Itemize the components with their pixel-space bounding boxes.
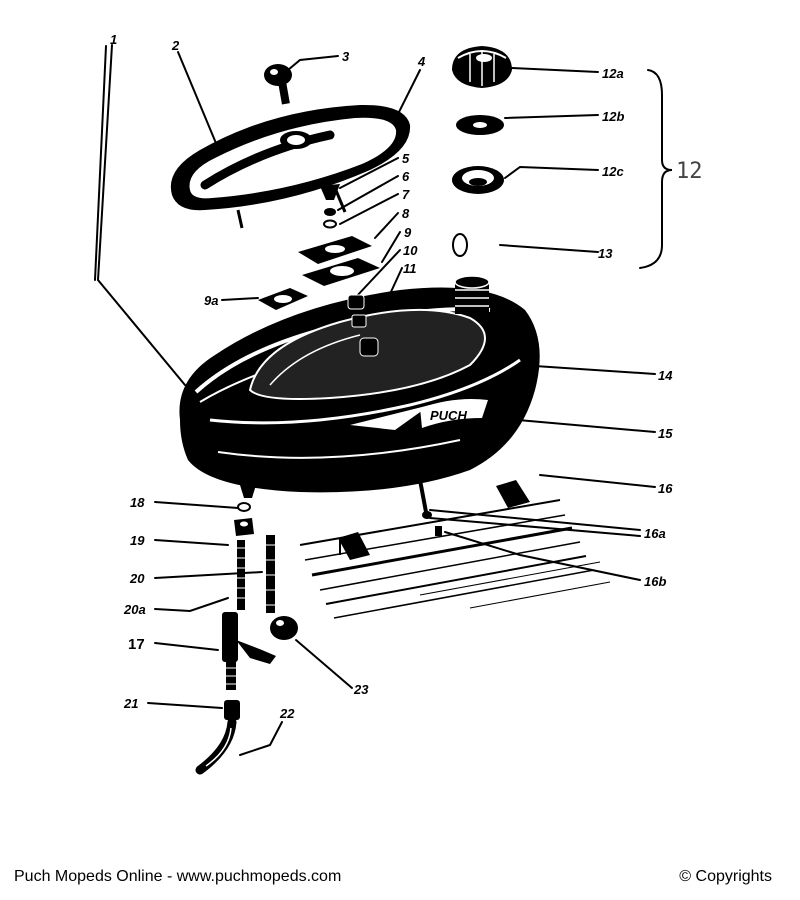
label-16a: 16a xyxy=(644,526,666,541)
leader-12a xyxy=(511,67,599,73)
leader-1 xyxy=(96,44,186,386)
label-22: 22 xyxy=(279,706,295,721)
label-14: 14 xyxy=(658,368,673,383)
leader-9a xyxy=(221,297,259,301)
part-5-cap xyxy=(320,184,340,200)
label-7: 7 xyxy=(402,187,410,202)
leader-20a xyxy=(154,597,229,613)
leader-23 xyxy=(295,639,353,689)
label-21: 21 xyxy=(123,696,138,711)
leader-15 xyxy=(517,419,656,433)
label-2: 2 xyxy=(171,38,180,53)
leader-3 xyxy=(287,55,339,71)
leader-7 xyxy=(339,193,399,225)
label-16b: 16b xyxy=(644,574,666,589)
part-16-brackets xyxy=(338,480,530,560)
leader-21 xyxy=(147,702,223,709)
part-9a-gasket xyxy=(258,288,308,310)
leader-12b xyxy=(504,114,599,119)
label-12: 12 xyxy=(676,159,703,184)
leader-20 xyxy=(154,571,263,579)
label-15: 15 xyxy=(658,426,673,441)
leader-22 xyxy=(239,721,283,756)
part-labels: 1 2 3 4 5 6 7 8 9 9a 10 11 12a 12b 12c 1… xyxy=(110,32,703,721)
part-12c-strainer xyxy=(452,166,504,194)
label-12c: 12c xyxy=(602,164,624,179)
part-17-fuel-tap xyxy=(222,612,276,690)
part-19-nut xyxy=(234,518,254,536)
label-6: 6 xyxy=(402,169,410,184)
footer-copyright: © Copyrights xyxy=(679,868,772,885)
leader-10 xyxy=(354,249,401,299)
leader-6 xyxy=(337,175,399,211)
label-9: 9 xyxy=(404,225,412,240)
label-9a: 9a xyxy=(204,293,218,308)
leader-19 xyxy=(154,539,229,546)
part-21-hose-clip xyxy=(224,700,240,720)
footer-site-credit: Puch Mopeds Online - www.puchmopeds.com xyxy=(14,868,342,885)
part-12b-washer xyxy=(456,115,504,135)
part-18-washer xyxy=(237,502,251,512)
part-8-plate xyxy=(298,236,372,264)
part-2-tank-cover xyxy=(170,104,411,229)
leader-13 xyxy=(499,244,599,253)
part-23-cap xyxy=(270,616,298,640)
tank-brand-text: PUCH xyxy=(430,408,467,423)
part-22-fuel-hose xyxy=(195,717,237,775)
label-4: 4 xyxy=(417,54,426,69)
label-5: 5 xyxy=(402,151,410,166)
label-20a: 20a xyxy=(123,602,146,617)
part-16-mounting-rails xyxy=(299,499,611,619)
part-16b-pin xyxy=(435,526,442,536)
label-19: 19 xyxy=(130,533,145,548)
part-14-15-fuel-tank xyxy=(179,275,540,519)
part-7-ring xyxy=(323,219,337,229)
leader-16b xyxy=(444,531,641,581)
leader-9 xyxy=(381,231,401,263)
leader-2 xyxy=(177,51,219,149)
part-3-knob xyxy=(264,64,292,105)
part-20a-rod xyxy=(266,535,275,613)
leader-18 xyxy=(154,501,239,509)
label-8: 8 xyxy=(402,206,410,221)
part-12a-filler-cap xyxy=(452,46,512,88)
label-20: 20 xyxy=(129,571,145,586)
part-6-washer xyxy=(324,208,336,216)
part-20-filter-tube xyxy=(237,540,245,610)
leader-12-brace xyxy=(639,69,673,269)
label-11: 11 xyxy=(403,261,417,276)
label-12a: 12a xyxy=(602,66,624,81)
label-17: 17 xyxy=(128,636,145,653)
leader-12c xyxy=(504,165,599,179)
label-3: 3 xyxy=(342,49,350,64)
label-23: 23 xyxy=(353,682,369,697)
label-18: 18 xyxy=(130,495,145,510)
part-9-gasket xyxy=(302,258,380,286)
label-1: 1 xyxy=(110,32,117,47)
part-13-o-ring xyxy=(452,233,468,257)
leader-8 xyxy=(374,212,399,239)
leader-5 xyxy=(339,157,399,189)
leader-1b xyxy=(94,45,107,281)
label-10: 10 xyxy=(403,243,418,258)
leader-17 xyxy=(154,642,219,651)
label-16: 16 xyxy=(658,481,673,496)
label-12b: 12b xyxy=(602,109,624,124)
label-13: 13 xyxy=(598,246,613,261)
leader-16 xyxy=(539,474,656,488)
leader-16a-b xyxy=(429,517,641,537)
